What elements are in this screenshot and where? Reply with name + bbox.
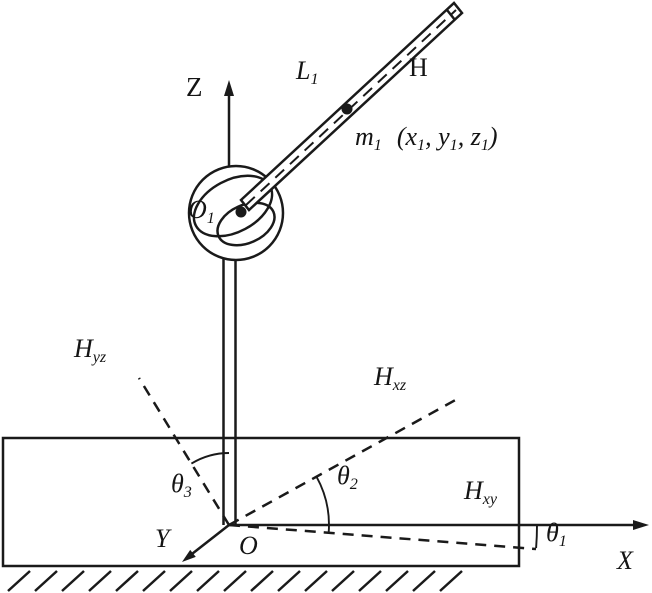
projection-xz-label: Hxz: [374, 364, 406, 394]
theta3-sub: 3: [183, 484, 192, 502]
mass-coords-part: , y: [425, 122, 450, 151]
theta1-base: θ: [546, 518, 559, 547]
projection-xy-base: H: [464, 476, 483, 505]
projection-xz-sub: xz: [392, 377, 407, 395]
ground-hatching: [7, 570, 463, 592]
theta3-arc: [190, 452, 230, 465]
joint-origin-sub: 1: [206, 210, 215, 228]
joint-ring-inner: [216, 201, 276, 247]
joint-origin-base: O: [188, 195, 207, 224]
mass-coords-sub: 1: [449, 137, 458, 155]
y-axis-label: Y: [155, 524, 170, 553]
rod-end-label: H: [409, 53, 428, 82]
mass-label: m1(x1, y1, z1): [355, 124, 498, 154]
rod-length-label: L1: [296, 58, 319, 88]
theta1-label: θ1: [546, 520, 567, 550]
rod-length-base: L: [296, 56, 311, 85]
projection-yz-base: H: [74, 334, 93, 363]
theta3-label: θ3: [171, 471, 192, 501]
x-axis-arrowhead: [633, 520, 649, 530]
mass-base: m: [355, 122, 374, 151]
mass-sub: 1: [373, 137, 382, 155]
theta1-arc: [535, 524, 538, 549]
projection-line-hxy: [228, 523, 537, 551]
joint-center-dot: [235, 206, 247, 218]
theta2-base: θ: [337, 461, 350, 490]
mass-coords-part: (x: [396, 122, 418, 151]
theta2-arc: [315, 476, 330, 533]
origin-label: O: [239, 531, 258, 560]
joint-origin-label: O1: [188, 197, 215, 227]
mass-coords-sub: 1: [480, 137, 489, 155]
theta2-label: θ2: [337, 463, 358, 493]
rod-length-sub: 1: [310, 71, 319, 89]
projection-line-hxz: [228, 396, 460, 527]
projection-xy-label: Hxy: [464, 478, 497, 508]
rod-mass-center-dot: [341, 103, 353, 115]
projection-xz-base: H: [374, 362, 393, 391]
rod-end-tick: [446, 9, 456, 21]
theta2-sub: 2: [349, 476, 358, 494]
projection-yz-sub: yz: [92, 349, 107, 367]
pendulum-column: [222, 252, 237, 525]
projection-line-hyz: [137, 377, 231, 526]
ground-block: [1, 436, 521, 568]
z-axis-label: Z: [186, 72, 203, 102]
y-axis-arrowhead: [182, 549, 196, 562]
projection-xy-sub: xy: [482, 491, 498, 509]
projection-yz-label: Hyz: [74, 336, 106, 366]
x-axis-label: X: [617, 546, 633, 575]
mass-coords-sub: 1: [417, 137, 426, 155]
y-axis: [182, 524, 230, 562]
x-axis: [229, 520, 649, 530]
z-axis-arrowhead: [224, 80, 234, 96]
mass-coords-part: , z: [457, 122, 481, 151]
mass-coords-part: ): [488, 122, 498, 151]
theta1-sub: 1: [558, 533, 567, 551]
theta3-base: θ: [171, 469, 184, 498]
